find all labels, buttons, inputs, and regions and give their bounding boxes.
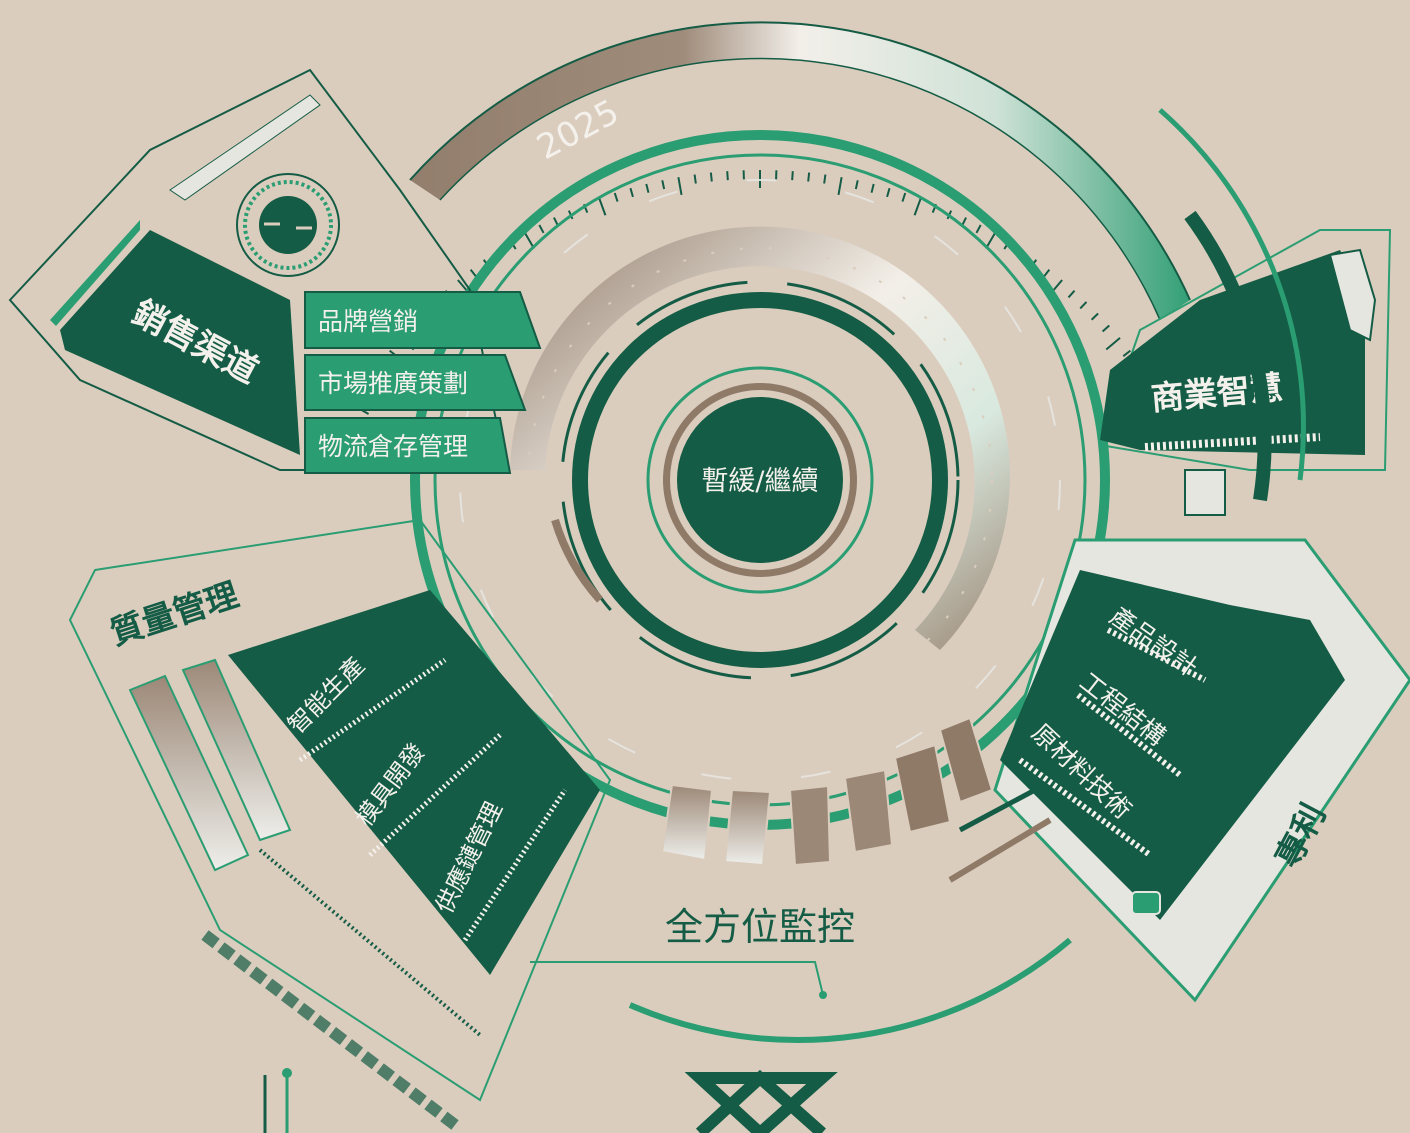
center-toggle-label: 暫緩/繼續: [701, 466, 818, 497]
monitor-arc: [628, 937, 1072, 1043]
sales-item-market-promotion[interactable]: 市場推廣策劃: [304, 354, 527, 411]
monitor-connector-dot: [819, 991, 827, 999]
ruler-tick: [629, 187, 634, 198]
ruler-tick: [1105, 337, 1121, 351]
ruler-tick: [1043, 269, 1051, 278]
ruler-tick: [1122, 349, 1131, 357]
sales-item-label: 市場推廣策劃: [318, 369, 468, 398]
ruler-tick: [726, 171, 729, 181]
monitor-label: 全方位監控: [665, 905, 855, 949]
sales-channel-panel: 銷售渠道: [8, 68, 502, 471]
ruler-tick: [870, 183, 875, 193]
sales-item-label: 品牌營銷: [318, 307, 418, 336]
monitor-blocks: [660, 716, 1052, 883]
sales-target-icon: [236, 173, 340, 277]
ruler-tick: [823, 174, 827, 184]
center-toggle-button[interactable]: 暫緩/繼續: [646, 366, 874, 594]
ruler-tick: [1079, 301, 1088, 310]
ruler-tick: [913, 198, 922, 216]
ruler-tick: [1101, 324, 1110, 333]
ruler-tick: [538, 224, 545, 234]
monitor-connector: [530, 961, 824, 996]
ruler-tick: [661, 180, 666, 190]
ruler-tick: [837, 176, 843, 196]
ruler-tick: [613, 192, 619, 202]
ruler-tick: [693, 174, 697, 184]
sales-item-brand-marketing[interactable]: 品牌營銷: [304, 291, 542, 349]
ruler-tick: [645, 183, 650, 193]
ruler-tick: [677, 176, 683, 196]
sales-item-logistics[interactable]: 物流倉存管理: [304, 417, 512, 474]
patent-panel: 專利: [993, 538, 1410, 1003]
ruler-tick: [901, 192, 907, 202]
business-intelligence-panel[interactable]: 商業智慧: [1098, 229, 1392, 516]
ruler-tick: [807, 172, 811, 182]
ruler-tick: [1067, 290, 1076, 299]
ruler-tick: [709, 172, 713, 182]
gradient-dial-ring: [510, 226, 1010, 713]
inner-dark-ring: [551, 280, 960, 680]
bottom-left-connector: [263, 1068, 292, 1133]
bi-connector-arc: [1158, 108, 1306, 481]
ruler-tick: [469, 269, 477, 278]
ruler-tick: [791, 171, 794, 181]
ruler-tick: [975, 224, 982, 234]
quality-management-panel: 質量管理: [68, 518, 612, 1130]
quality-title: 質量管理: [105, 575, 243, 653]
ruler-tick: [854, 180, 859, 190]
ruler-tick: [1090, 312, 1099, 321]
ruler-tick: [886, 187, 891, 198]
timeline-ruler-arc: [352, 21, 1191, 415]
logo-mark: [684, 1069, 838, 1133]
sales-item-label: 物流倉存管理: [318, 432, 468, 461]
ruler-tick: [598, 198, 607, 216]
bi-dark-arc: [1184, 210, 1272, 502]
